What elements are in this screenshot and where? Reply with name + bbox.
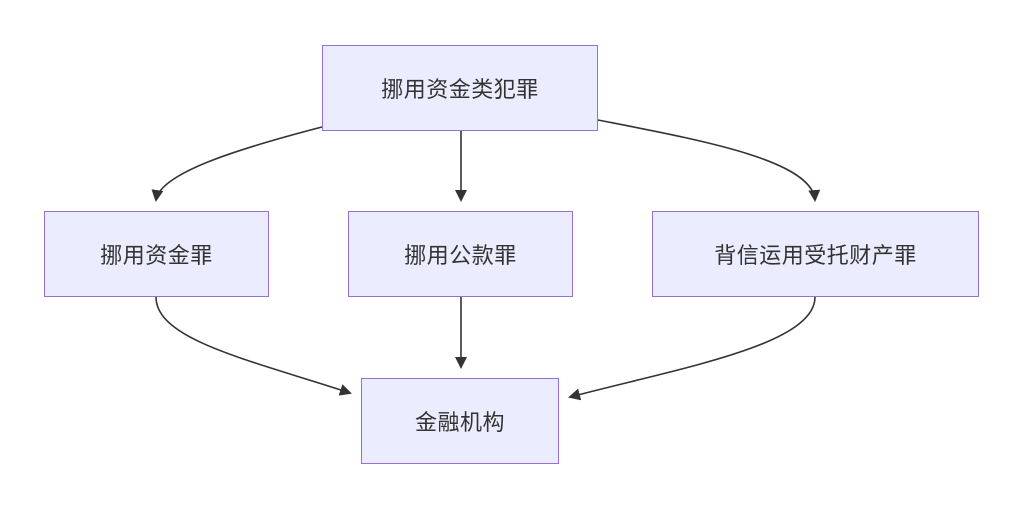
- node-breach-of-trust-label: 背信运用受托财产罪: [714, 244, 917, 269]
- node-root: 挪用资金类犯罪: [322, 45, 598, 131]
- node-financial-institution-label: 金融机构: [414, 411, 505, 436]
- node-embezzle-public-funds: 挪用公款罪: [348, 211, 573, 297]
- node-root-label: 挪用资金类犯罪: [381, 78, 539, 103]
- node-embezzle-funds-label: 挪用资金罪: [100, 244, 213, 269]
- edge-root-to-embezzle-funds: [151, 126, 323, 202]
- node-embezzle-funds: 挪用资金罪: [44, 211, 269, 297]
- edge-embezzle-funds-to-financial-institution: [155, 296, 352, 396]
- node-embezzle-public-funds-label: 挪用公款罪: [404, 244, 517, 269]
- node-financial-institution: 金融机构: [361, 378, 559, 464]
- edge-root-to-breach-of-trust: [597, 119, 821, 202]
- edge-breach-of-trust-to-financial-institution: [568, 296, 816, 401]
- node-breach-of-trust: 背信运用受托财产罪: [652, 211, 979, 297]
